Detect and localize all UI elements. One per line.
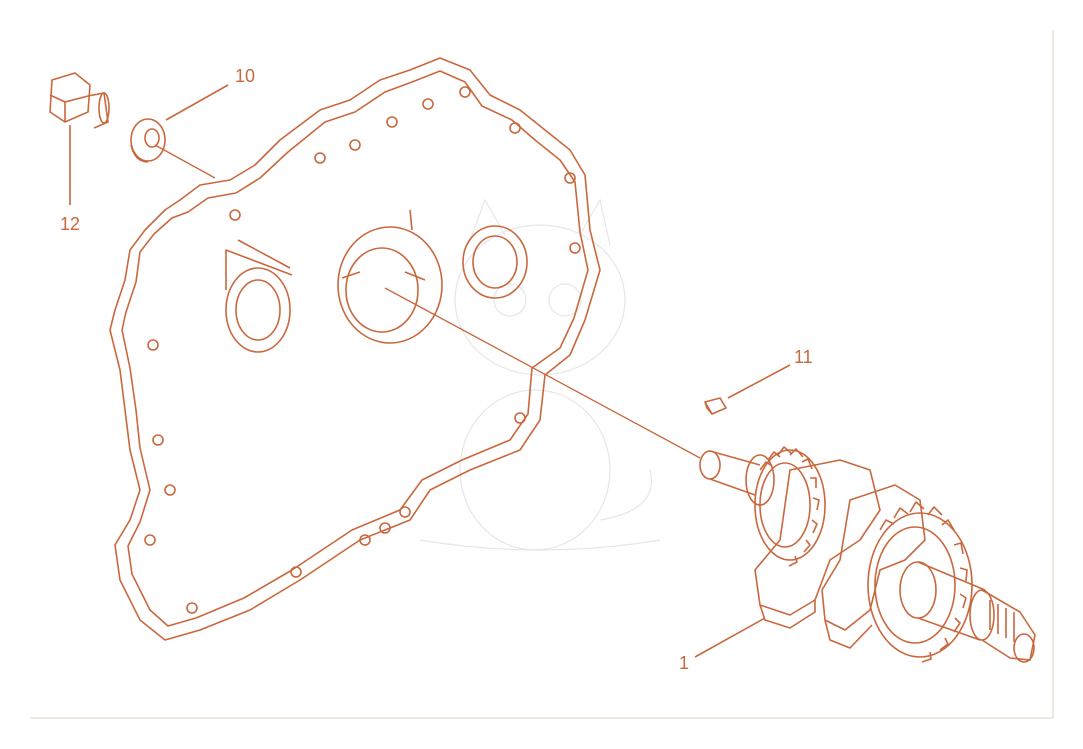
- washer-axis-line: [154, 144, 216, 179]
- assembly-axis-line: [384, 287, 701, 459]
- callout-label-10: 10: [235, 66, 256, 86]
- callout-label-12: 12: [60, 214, 81, 234]
- callout-label-11: 11: [794, 347, 813, 367]
- washer-part: [130, 84, 229, 163]
- watermark-mascot: [419, 198, 661, 551]
- diagram-frame: [30, 30, 1054, 719]
- key-part: [703, 364, 791, 416]
- flange-bolt-part: [49, 72, 110, 205]
- crankshaft-part: [694, 446, 1036, 663]
- gear-case-cover: [109, 57, 601, 641]
- callout-label-1: 1: [679, 653, 690, 673]
